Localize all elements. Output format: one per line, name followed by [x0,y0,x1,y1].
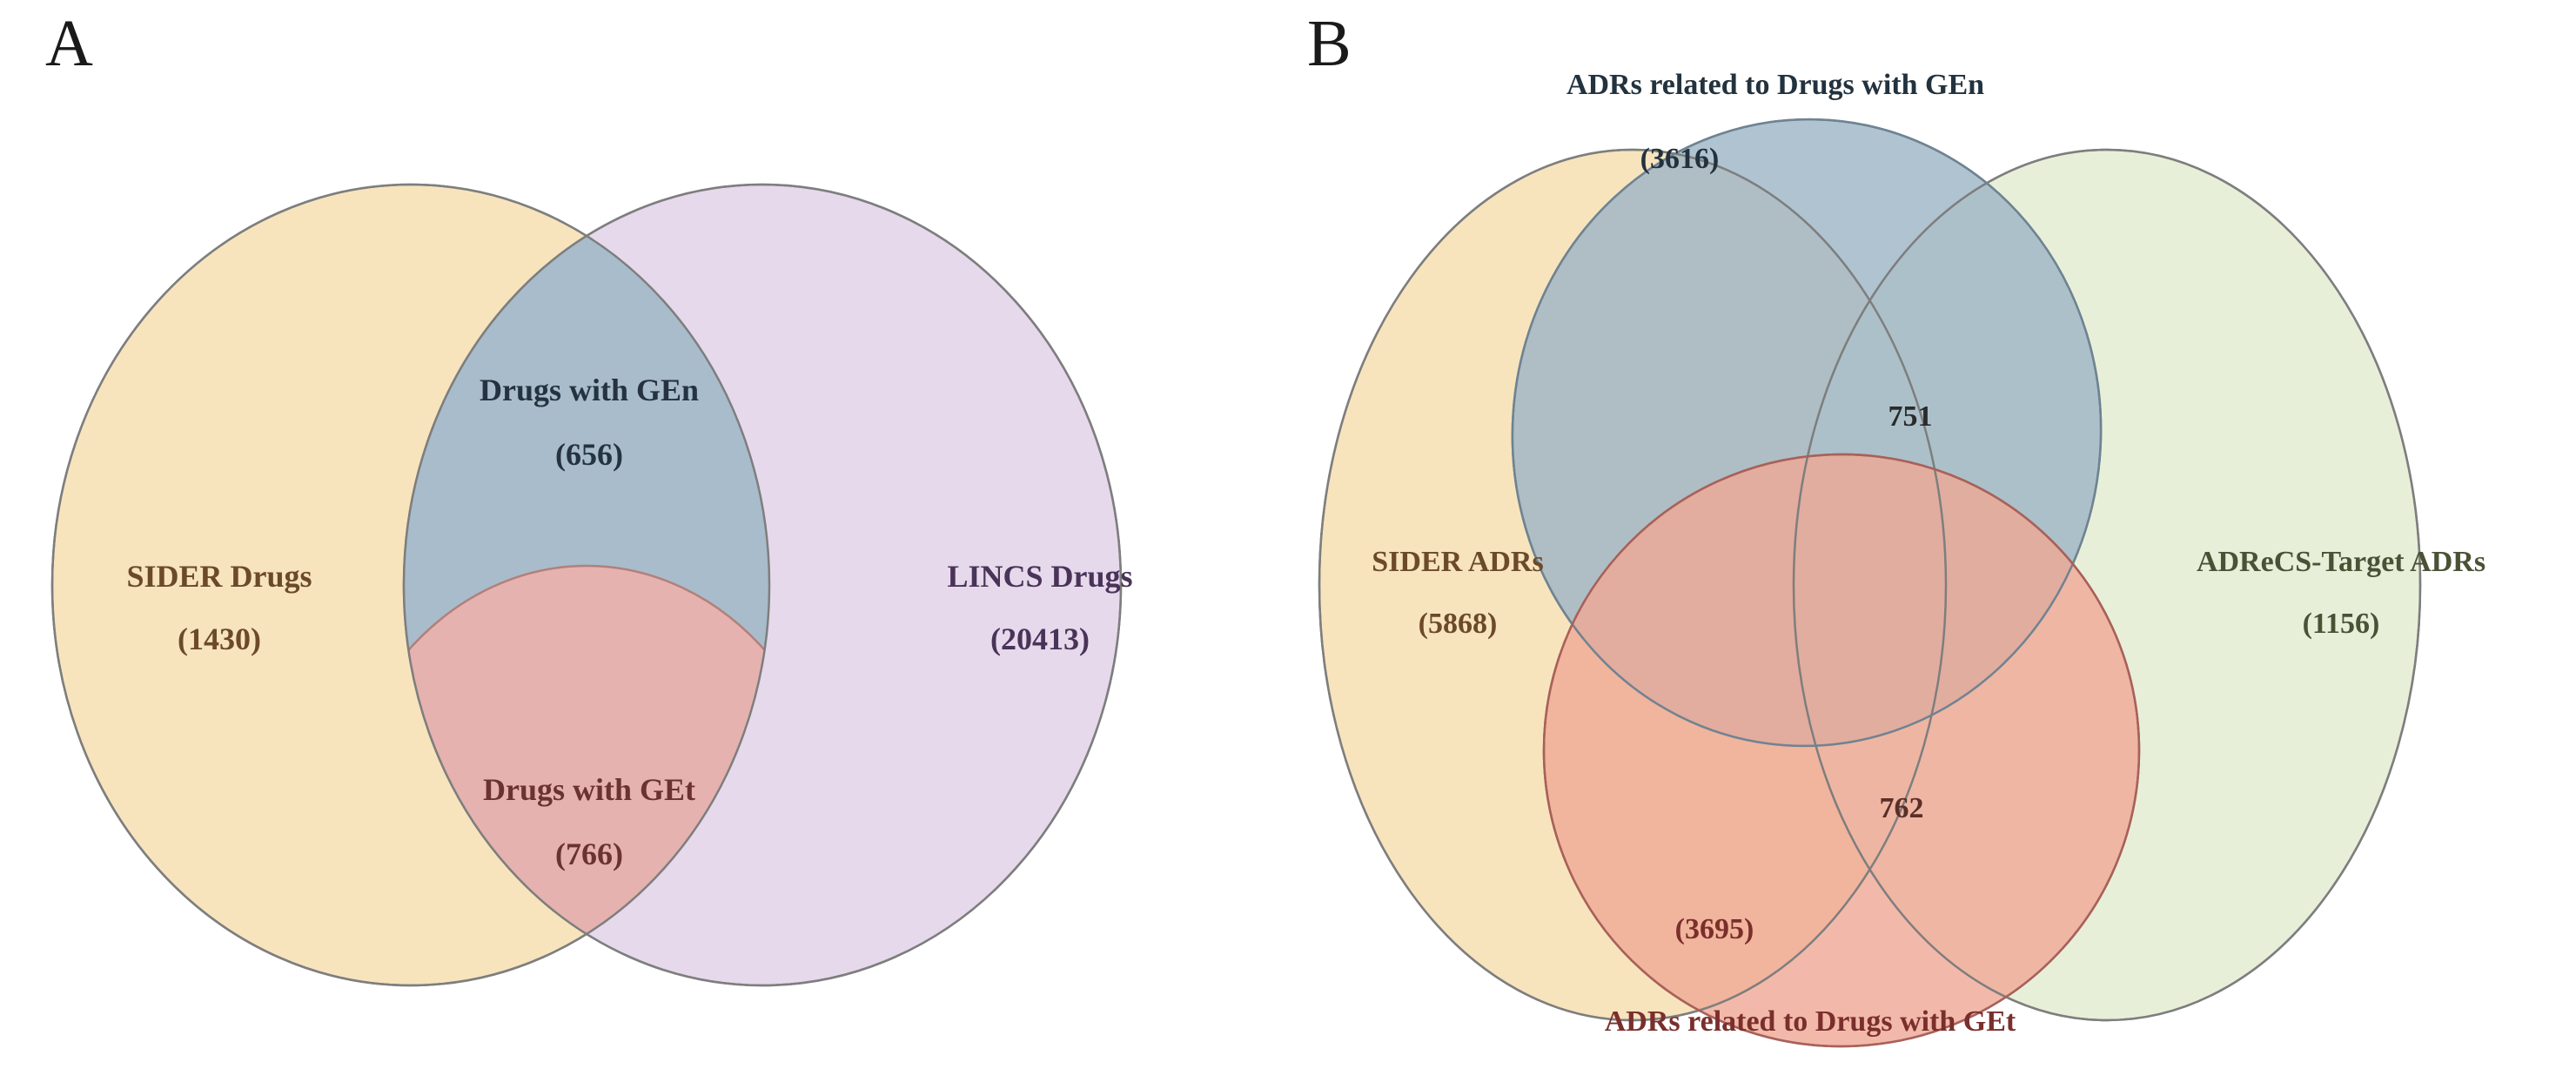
overlap-lens-get [404,564,769,985]
label-adrs-gen-count-wrap: (3616) [1566,137,1793,181]
set-outline-adrs-get [1542,453,2141,1048]
intersection-751: 751 [1858,394,1962,439]
label-sider-drugs: SIDER Drugs (1430) [54,553,385,662]
label-drugs-with-get-count: (766) [555,837,623,871]
label-lincs-drugs-count: (20413) [990,622,1090,656]
panel-a-venn-svg [50,183,1123,987]
label-adrecs-target-adrs: ADReCS-Target ADRs (1156) [2115,540,2567,646]
label-adrs-get-count: (3695) [1674,913,1754,945]
label-sider-adrs-text: SIDER ADRs [1372,546,1544,578]
set-outline-adrs-gen [1511,118,2103,748]
label-adrs-get-text: ADRs related to Drugs with GEt [1604,1005,2016,1038]
panel-b-letter: B [1307,7,1352,80]
label-drugs-with-gen-text: Drugs with GEn [479,373,700,407]
label-adrs-get-title: ADRs related to Drugs with GEt [1436,999,2184,1044]
label-adrs-gen-title: ADRs related to Drugs with GEn [1401,63,2150,107]
label-drugs-with-gen-count: (656) [555,437,623,472]
label-adrs-gen-text: ADRs related to Drugs with GEn [1566,69,1985,101]
label-adrs-gen-count: (3616) [1640,143,1720,175]
panel-a: A [45,7,1210,987]
panel-b-venn-svg [1318,118,2422,1048]
label-sider-drugs-count: (1430) [178,622,261,656]
intersection-762: 762 [1849,786,1954,830]
panel-a-letter: A [45,7,93,80]
set-outline-adrecs-target-adrs [1792,148,2422,1022]
label-drugs-with-get: Drugs with GEt (766) [430,766,748,877]
label-sider-drugs-text: SIDER Drugs [126,559,312,594]
label-lincs-drugs: LINCS Drugs (20413) [870,553,1210,662]
panel-b: B ADRs related to Drugs wi [1288,0,2576,1089]
overlap-get-group [404,564,769,985]
set-outline-sider-drugs [50,183,771,987]
label-sider-adrs: SIDER ADRs (5868) [1297,540,1619,646]
set-outline-sider-adrs [1318,148,1948,1022]
label-lincs-drugs-text: LINCS Drugs [947,559,1133,594]
intersection-762-value: 762 [1879,792,1924,824]
intersection-751-value: 751 [1888,400,1933,433]
label-drugs-with-get-text: Drugs with GEt [482,772,696,807]
set-outline-lincs-drugs [402,183,1123,987]
label-drugs-with-gen: Drugs with GEn (656) [430,366,748,478]
label-adrs-get-count-wrap: (3695) [1627,907,1801,951]
label-adrecs-target-adrs-text: ADReCS-Target ADRs [2196,546,2486,578]
label-adrecs-target-adrs-count: (1156) [2302,608,2380,640]
label-sider-adrs-count: (5868) [1418,608,1498,640]
